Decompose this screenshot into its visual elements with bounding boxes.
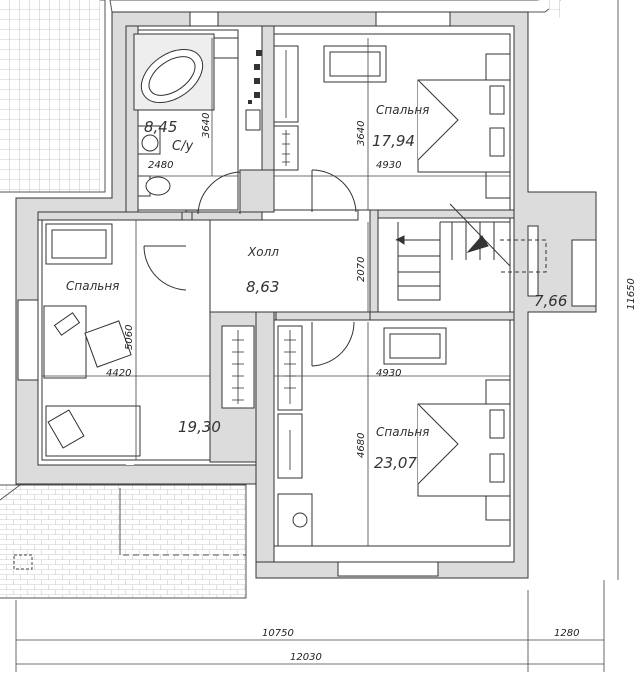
stairs-labels: 7,66 bbox=[534, 292, 567, 310]
bathroom-fixtures bbox=[137, 37, 261, 197]
bath-dim-w: 2480 bbox=[148, 160, 173, 171]
dim-height: 11650 bbox=[626, 278, 637, 310]
bedroom-ne-labels: Спальня 17,94 4930 3640 bbox=[356, 103, 429, 171]
tiles bbox=[248, 50, 262, 104]
hall-area: 8,63 bbox=[246, 278, 279, 296]
bedroom-ne-dim-h: 3640 bbox=[356, 121, 367, 146]
dim-main: 10750 bbox=[262, 628, 294, 639]
bath-dim-h: 3640 bbox=[201, 113, 212, 138]
staircase bbox=[395, 203, 547, 301]
overall-dimensions: 10750 1280 12030 11650 bbox=[262, 278, 637, 663]
windows bbox=[17, 11, 597, 577]
bathroom-labels: 8,45 С/у 2480 3640 bbox=[144, 113, 212, 171]
bedroom-ne-label: Спальня bbox=[376, 103, 429, 117]
roof-area bbox=[0, 0, 561, 599]
wardrobe-hatching bbox=[232, 50, 296, 470]
hall-dim: 2070 bbox=[356, 257, 367, 282]
bedroom-w-dim-h: 5060 bbox=[124, 325, 135, 350]
bath-area: 8,45 bbox=[144, 118, 177, 136]
bedroom-w-dim-w: 4420 bbox=[106, 368, 131, 379]
hall-label: Холл bbox=[247, 245, 279, 259]
bedroom-se-furniture bbox=[277, 327, 511, 547]
doors bbox=[143, 169, 357, 367]
dim-ext: 1280 bbox=[554, 628, 579, 639]
bedroom-ne-furniture bbox=[323, 45, 511, 199]
bedroom-w-labels: Спальня 19,30 4420 5060 bbox=[66, 279, 221, 436]
bath-label: С/у bbox=[172, 139, 193, 154]
bedroom-ne-area: 17,94 bbox=[372, 132, 415, 150]
stairs-floor bbox=[377, 217, 511, 313]
bedroom-w-area: 19,30 bbox=[178, 418, 221, 436]
bedroom-se-area: 23,07 bbox=[374, 454, 417, 472]
bedroom-se-labels: Спальня 23,07 4930 4680 bbox=[356, 368, 429, 472]
bedroom-se-label: Спальня bbox=[376, 425, 429, 439]
bedroom-se-dim-h: 4680 bbox=[356, 433, 367, 458]
dimension-lines bbox=[15, 0, 619, 672]
hall-floor bbox=[191, 209, 371, 313]
hall-labels: Холл 8,63 2070 bbox=[246, 245, 367, 296]
bedroom-w-furniture bbox=[43, 223, 141, 457]
bathtub bbox=[133, 33, 215, 111]
stairs-area: 7,66 bbox=[534, 292, 567, 310]
bedroom-se-dim-w: 4930 bbox=[376, 368, 401, 379]
bedroom-w-label: Спальня bbox=[66, 279, 119, 293]
dim-total: 12030 bbox=[290, 652, 322, 663]
bedroom-ne-dim-w: 4930 bbox=[376, 160, 401, 171]
